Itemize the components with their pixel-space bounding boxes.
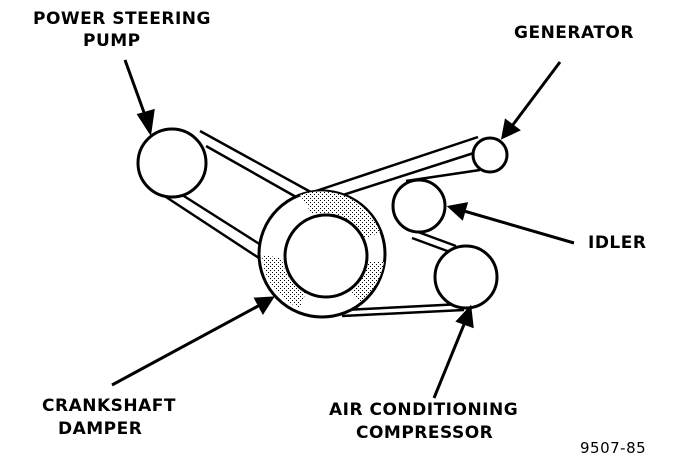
generator-pulley [471,136,509,174]
label-compressor-line2: COMPRESSOR [356,423,494,443]
label-power-steering-line2: PUMP [83,31,141,51]
damper-hatch-top [300,191,380,240]
power-steering-pump-pulley [136,127,208,199]
arrow-crankshaft [111,303,261,387]
label-generator: GENERATOR [514,23,634,43]
leader-arrows [111,59,575,399]
crankshaft-damper-inner [283,213,369,299]
label-crankshaft-line1: CRANKSHAFT [42,396,176,416]
label-crankshaft-line2: DAMPER [58,419,143,439]
arrow-power-steering [123,59,148,119]
label-idler: IDLER [588,233,647,253]
idler-pulley [391,178,447,234]
label-power-steering-line1: POWER STEERING [33,9,211,29]
arrow-generator [510,61,562,127]
damper-hatch-bottom [262,255,306,308]
label-compressor-line1: AIR CONDITIONING [329,400,519,420]
figure-id: 9507-85 [580,439,647,457]
arrow-idler [463,209,575,245]
arrow-compressor [432,321,467,399]
damper-hatch-right [350,262,384,302]
ac-compressor-pulley [433,244,499,310]
